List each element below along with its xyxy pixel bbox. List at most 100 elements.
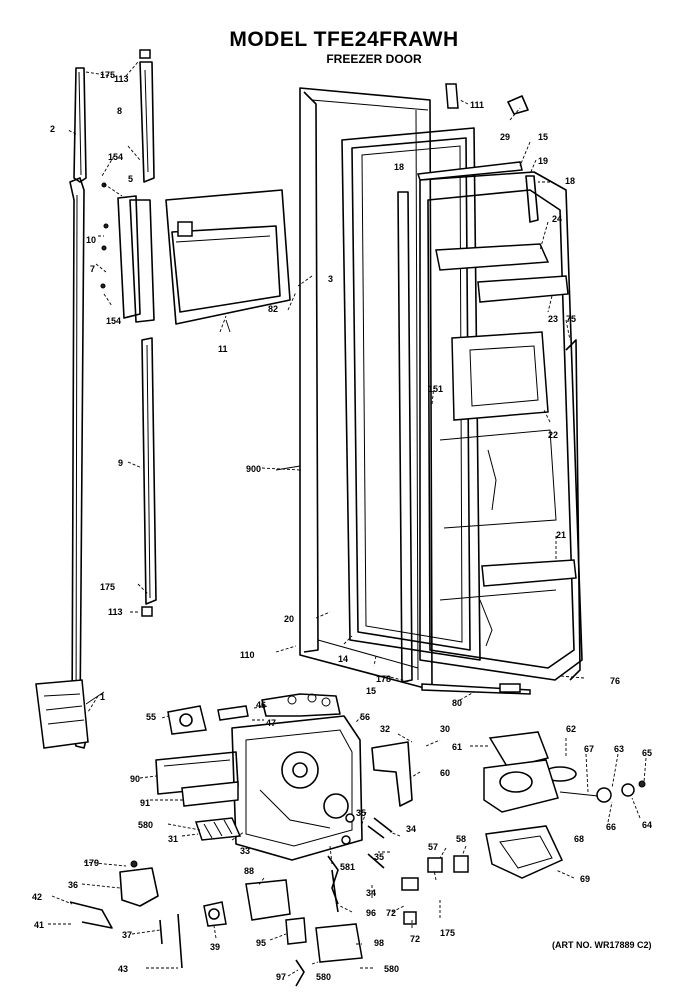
label-72-upper: 72: [386, 908, 396, 918]
label-76: 76: [610, 676, 620, 686]
label-151: 151: [428, 384, 443, 394]
part-72-clip: [401, 877, 419, 891]
label-98: 98: [374, 938, 384, 948]
label-1: 1: [100, 692, 105, 702]
label-34-lower: 34: [366, 888, 376, 898]
label-42: 42: [32, 892, 42, 902]
part-96-spring: [331, 869, 339, 913]
part-111-cap: [445, 83, 459, 109]
label-175-bottom: 175: [100, 582, 115, 592]
label-900: 900: [246, 464, 261, 474]
part-97-wire: [295, 959, 305, 987]
part-2-gasket-strip: [69, 67, 87, 749]
label-111: 111: [470, 100, 484, 110]
part-34-screws: [327, 813, 393, 905]
part-69-housing: [485, 825, 564, 879]
label-10: 10: [86, 235, 96, 245]
part-42-lever: [69, 901, 113, 929]
part-36-bracket: [119, 860, 159, 907]
label-55: 55: [146, 712, 156, 722]
label-75: 75: [566, 314, 576, 324]
label-57: 57: [428, 842, 438, 852]
label-5: 5: [128, 174, 133, 184]
label-36: 36: [68, 880, 78, 890]
label-39: 39: [210, 942, 220, 952]
part-1-insulation-board: [35, 679, 89, 749]
label-34-upper: 34: [406, 824, 416, 834]
part-14-door-gasket: [341, 127, 481, 661]
label-23: 23: [548, 314, 558, 324]
reference-labels: 175 113 8 2 154 5 10 7 154 11 82 3 900 9…: [32, 70, 652, 982]
label-19: 19: [538, 156, 548, 166]
art-number: (ART NO. WR17889 C2): [552, 940, 652, 950]
label-97: 97: [276, 972, 286, 982]
label-95: 95: [256, 938, 266, 948]
label-90: 90: [130, 774, 140, 784]
label-32: 32: [380, 724, 390, 734]
label-110: 110: [240, 650, 255, 660]
part-75-rod: [565, 339, 581, 681]
label-15-bottom: 15: [366, 686, 376, 696]
label-88: 88: [244, 866, 254, 876]
part-90-front-panel: [155, 751, 239, 807]
part-18-breaker-strip: [397, 175, 539, 683]
label-24: 24: [552, 214, 562, 224]
model-title: MODEL TFE24FRAWH: [229, 28, 459, 51]
label-58: 58: [456, 834, 466, 844]
label-37: 37: [122, 930, 132, 940]
label-3: 3: [328, 274, 333, 284]
label-113-top: 113: [114, 74, 129, 84]
part-58-clip: [453, 855, 469, 873]
label-69: 69: [580, 874, 590, 884]
label-18-right: 18: [565, 176, 575, 186]
label-64: 64: [642, 820, 652, 830]
label-179: 179: [84, 858, 99, 868]
section-subtitle: FREEZER DOOR: [326, 52, 422, 66]
label-7: 7: [90, 264, 95, 274]
label-154-upper: 154: [108, 152, 123, 162]
label-580-center: 580: [316, 972, 331, 982]
label-20: 20: [284, 614, 294, 624]
label-178: 178: [376, 674, 391, 684]
part-95-switch: [285, 917, 307, 945]
label-11: 11: [218, 344, 228, 354]
label-56: 56: [360, 712, 370, 722]
part-57-clip: [427, 857, 443, 873]
label-82: 82: [268, 304, 278, 314]
label-9: 9: [118, 458, 123, 468]
part-43-rod: [177, 913, 183, 969]
part-76-door-liner: [419, 171, 583, 681]
label-35-lower: 35: [374, 852, 384, 862]
part-29-clip: [507, 95, 529, 115]
part-55-actuator: [167, 705, 249, 735]
label-14: 14: [338, 654, 348, 664]
label-67: 67: [584, 744, 594, 754]
label-80: 80: [452, 698, 462, 708]
part-11-dispenser-panel: [165, 189, 291, 325]
label-2: 2: [50, 124, 55, 134]
part-88-solenoid: [245, 879, 291, 921]
label-65: 65: [642, 748, 652, 758]
label-15-top: 15: [538, 132, 548, 142]
part-66-coupling: [559, 780, 646, 803]
part-61-bucket: [488, 731, 550, 769]
label-62: 62: [566, 724, 576, 734]
label-21: 21: [556, 530, 566, 540]
label-175-top: 175: [100, 70, 115, 80]
label-91: 91: [140, 798, 150, 808]
label-18-left: 18: [394, 162, 404, 172]
label-30: 30: [440, 724, 450, 734]
label-72-lower: 72: [410, 934, 420, 944]
label-43: 43: [118, 964, 128, 974]
label-581: 581: [340, 862, 355, 872]
part-9-trim-strip: [141, 337, 157, 617]
label-68: 68: [574, 834, 584, 844]
part-60-bracket: [371, 741, 413, 807]
label-175-lower: 175: [440, 928, 455, 938]
label-113-bottom: 113: [108, 607, 123, 617]
label-8: 8: [117, 106, 122, 116]
part-98-cover: [315, 923, 363, 963]
label-35-upper: 35: [356, 808, 366, 818]
part-72-clip-lower: [403, 911, 417, 925]
